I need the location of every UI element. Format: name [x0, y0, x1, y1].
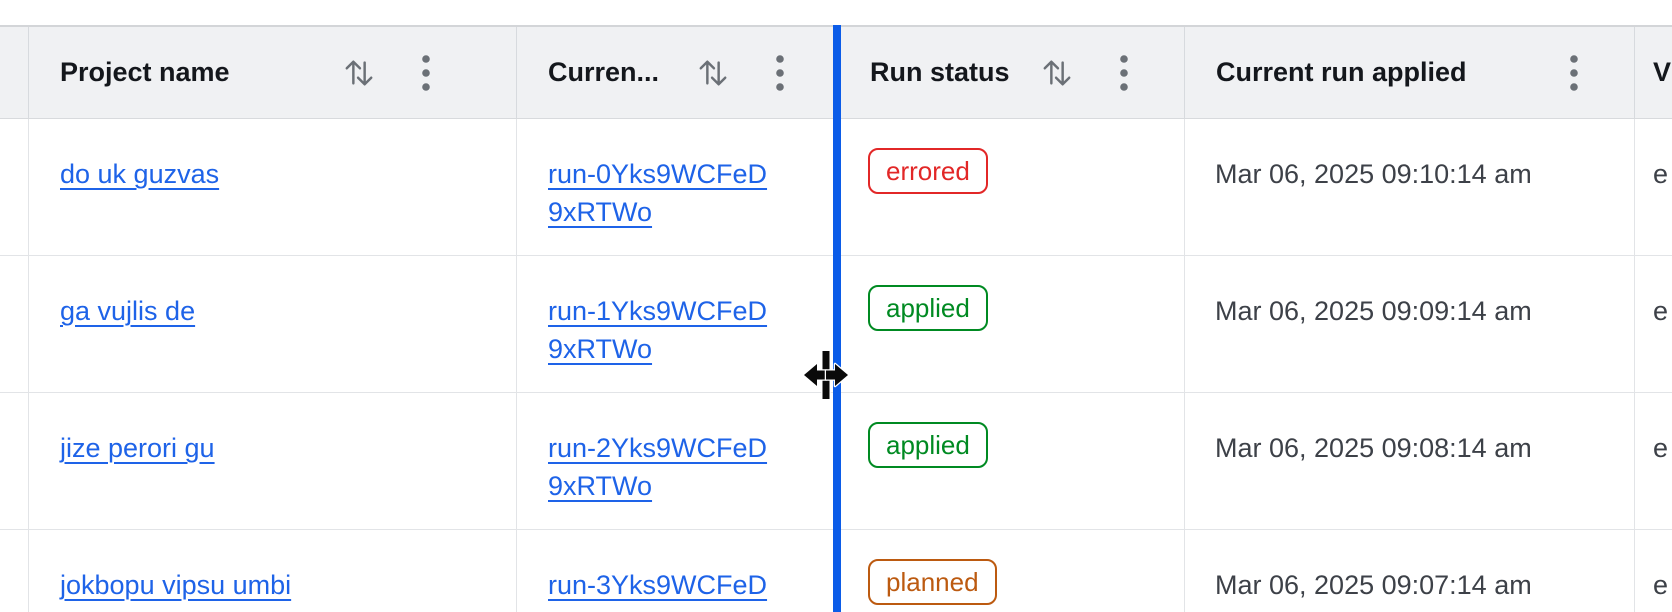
row-select-cell — [0, 393, 29, 529]
status-badge: applied — [868, 285, 988, 331]
applied-timestamp: Mar 06, 2025 09:08:14 am — [1215, 433, 1532, 463]
overflow-cell-text: e — [1653, 433, 1669, 463]
current-run-applied-cell: Mar 06, 2025 09:09:14 am — [1185, 256, 1635, 392]
column-header-current-run[interactable]: Curren... — [517, 27, 841, 118]
kebab-menu-icon[interactable] — [1569, 54, 1579, 92]
column-header-current-run-applied[interactable]: Current run applied — [1185, 27, 1635, 118]
project-link[interactable]: jokbopu vipsu umbi — [60, 570, 292, 600]
status-badge: errored — [868, 148, 988, 194]
overflow-cell: e — [1635, 393, 1672, 529]
project-link[interactable]: do uk guzvas — [60, 159, 220, 189]
run-status-cell: planned — [841, 530, 1185, 612]
project-name-cell: jokbopu vipsu umbi — [29, 530, 517, 612]
overflow-cell: e — [1635, 256, 1672, 392]
run-link[interactable]: run-3Yks9WCFeD9xRTWo — [548, 570, 768, 612]
status-badge: planned — [868, 559, 997, 605]
current-run-applied-cell: Mar 06, 2025 09:10:14 am — [1185, 119, 1635, 255]
current-run-applied-cell: Mar 06, 2025 09:08:14 am — [1185, 393, 1635, 529]
column-label: Run status — [870, 57, 1010, 87]
column-header-overflow[interactable]: V — [1635, 27, 1672, 118]
run-status-cell: applied — [841, 393, 1185, 529]
current-run-applied-cell: Mar 06, 2025 09:07:14 am — [1185, 530, 1635, 612]
project-name-cell: jize perori gu — [29, 393, 517, 529]
sort-arrows-icon[interactable] — [697, 56, 729, 90]
overflow-cell: e — [1635, 119, 1672, 255]
column-header-select — [0, 27, 29, 118]
overflow-cell-text: e — [1653, 570, 1669, 600]
column-header-run-status[interactable]: Run status — [841, 27, 1185, 118]
overflow-cell: e — [1635, 530, 1672, 612]
row-select-cell — [0, 256, 29, 392]
overflow-cell-text: e — [1653, 296, 1669, 326]
project-link[interactable]: jize perori gu — [60, 433, 215, 463]
applied-timestamp: Mar 06, 2025 09:07:14 am — [1215, 570, 1532, 600]
sort-arrows-icon[interactable] — [343, 56, 375, 90]
column-label: V — [1653, 57, 1672, 87]
run-status-cell: applied — [841, 256, 1185, 392]
column-label: Curren... — [548, 57, 660, 87]
kebab-menu-icon[interactable] — [1119, 54, 1129, 92]
project-name-cell: do uk guzvas — [29, 119, 517, 255]
column-label: Project name — [60, 57, 230, 87]
applied-timestamp: Mar 06, 2025 09:10:14 am — [1215, 159, 1532, 189]
row-select-cell — [0, 119, 29, 255]
run-status-cell: errored — [841, 119, 1185, 255]
project-link[interactable]: ga vujlis de — [60, 296, 196, 326]
status-badge: applied — [868, 422, 988, 468]
table-row: jokbopu vipsu umbi run-3Yks9WCFeD9xRTWo … — [0, 530, 1672, 612]
applied-timestamp: Mar 06, 2025 09:09:14 am — [1215, 296, 1532, 326]
project-name-cell: ga vujlis de — [29, 256, 517, 392]
overflow-cell-text: e — [1653, 159, 1669, 189]
column-resize-indicator[interactable] — [833, 25, 841, 612]
column-header-project-name[interactable]: Project name — [29, 27, 517, 118]
sort-arrows-icon[interactable] — [1041, 56, 1073, 90]
current-run-cell: run-3Yks9WCFeD9xRTWo — [517, 530, 841, 612]
kebab-menu-icon[interactable] — [421, 54, 431, 92]
row-select-cell — [0, 530, 29, 612]
kebab-menu-icon[interactable] — [775, 54, 785, 92]
column-label: Current run applied — [1216, 57, 1467, 87]
